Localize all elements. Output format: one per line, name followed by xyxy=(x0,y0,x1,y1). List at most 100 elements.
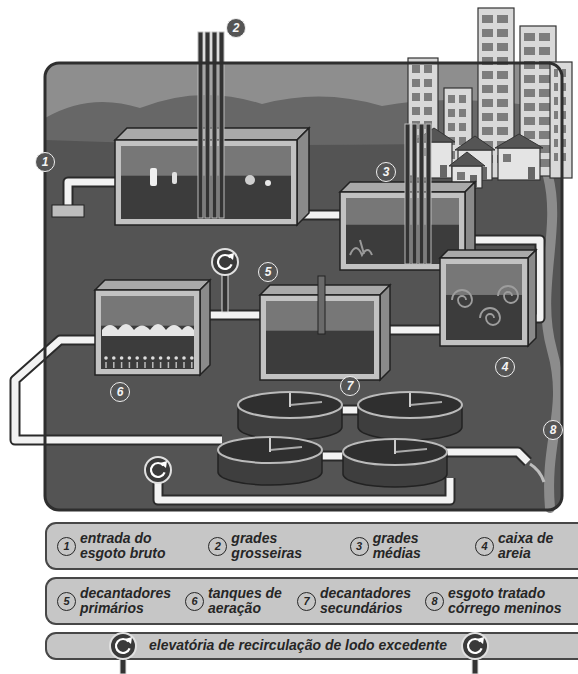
stream xyxy=(546,176,558,508)
house-roof xyxy=(455,136,495,150)
tank-side xyxy=(297,128,309,225)
coarse-grate-bar xyxy=(212,32,217,218)
air-bubble xyxy=(182,356,186,360)
building-window xyxy=(539,75,550,83)
building-window xyxy=(482,127,493,135)
air-bubble xyxy=(190,356,194,360)
building-window xyxy=(497,43,508,51)
air-bubble xyxy=(112,356,116,360)
callout-number: 3 xyxy=(350,537,369,556)
coarse-grate-bar xyxy=(219,32,224,218)
legend-item: 3grades médias xyxy=(350,531,435,562)
building-window xyxy=(497,113,508,121)
legend-text: grades médias xyxy=(373,531,435,562)
clarifier-arm xyxy=(270,447,302,450)
tank-side xyxy=(528,250,536,346)
coarse-grate-bar xyxy=(205,32,210,218)
building-window xyxy=(554,69,558,77)
callout-number: 6 xyxy=(185,592,204,611)
clarifier-arm xyxy=(290,402,322,405)
legend-text: tanques de aeração xyxy=(208,586,288,617)
air-bubble xyxy=(159,356,163,360)
diffuser xyxy=(113,362,115,368)
legend-item: 6tanques de aeração xyxy=(185,586,288,617)
medium-grate-bar xyxy=(405,124,410,264)
callout-number: 4 xyxy=(495,357,515,377)
clarifier-top xyxy=(238,392,342,418)
legend-item: 2grades grosseiras xyxy=(208,531,309,562)
building-window xyxy=(497,29,508,37)
diffuser xyxy=(129,362,131,368)
legend-item: 1entrada do esgoto bruto xyxy=(57,531,168,562)
swirl xyxy=(498,286,518,303)
callout-number: 8 xyxy=(543,420,563,440)
building-window xyxy=(412,65,420,73)
legend-band: 5decantadores primários 6tanques de aeraç… xyxy=(45,577,578,625)
medium-grate-bar xyxy=(412,124,417,264)
diffuser xyxy=(121,362,123,368)
legend-item: 4caixa de areia xyxy=(475,531,568,562)
clarifier xyxy=(343,439,447,487)
clarifier-arm xyxy=(410,402,442,405)
diffuser xyxy=(105,362,107,368)
callout-number: 2 xyxy=(208,537,227,556)
pump-arrowhead xyxy=(477,637,484,644)
pump-arrowhead xyxy=(160,461,167,468)
legend-text: esgoto tratado córrego meninos xyxy=(448,586,568,617)
legend-item: 5decantadores primários xyxy=(57,586,176,617)
diffuser xyxy=(152,362,154,368)
house-door xyxy=(440,165,447,178)
legend-text: caixa de areia xyxy=(498,531,568,562)
baffle xyxy=(318,276,325,334)
callout-number: 5 xyxy=(258,262,278,282)
building-window xyxy=(459,95,466,103)
legend-item: 8esgoto tratado córrego meninos xyxy=(425,586,568,617)
air-bubble xyxy=(128,356,132,360)
building-window xyxy=(424,65,432,73)
pump-arrowhead xyxy=(227,253,234,260)
house-window xyxy=(457,172,465,180)
building-window xyxy=(482,43,493,51)
clarifier-top xyxy=(358,392,462,418)
building-window xyxy=(554,111,558,119)
air-bubble xyxy=(151,356,155,360)
air-bubble xyxy=(174,356,178,360)
building-window xyxy=(539,117,550,125)
callout-number: 3 xyxy=(376,162,396,182)
pipe-outline xyxy=(440,452,528,462)
building-window xyxy=(497,71,508,79)
swirl xyxy=(480,308,500,325)
diffuser xyxy=(136,362,138,368)
building-window xyxy=(459,123,466,131)
pump-body xyxy=(145,457,171,483)
building-window xyxy=(524,117,535,125)
swirl xyxy=(452,290,472,307)
clarifier-post xyxy=(409,393,411,407)
tank xyxy=(95,280,210,375)
pipe xyxy=(385,327,444,334)
tank-top xyxy=(95,280,210,290)
diffuser xyxy=(168,362,170,368)
clarifier xyxy=(218,437,322,485)
clarifier xyxy=(358,392,462,440)
building-window xyxy=(539,47,550,55)
legend-item: 7decantadores secundários xyxy=(297,586,416,617)
building-window xyxy=(497,85,508,93)
diffuser xyxy=(175,362,177,368)
building-window xyxy=(424,93,432,101)
building-window xyxy=(539,103,550,111)
building-window xyxy=(448,95,455,103)
coarse-grate-bar xyxy=(198,32,203,218)
building-window xyxy=(482,99,493,107)
building-window xyxy=(448,123,455,131)
air-bubble xyxy=(120,356,124,360)
callout-number: 6 xyxy=(110,382,130,402)
clarifier-post xyxy=(289,393,291,407)
clarifier-post xyxy=(269,438,271,452)
city xyxy=(408,8,572,188)
tank-glass xyxy=(346,198,459,264)
tank xyxy=(440,250,536,346)
tank-front xyxy=(440,258,528,346)
building-window xyxy=(524,89,535,97)
